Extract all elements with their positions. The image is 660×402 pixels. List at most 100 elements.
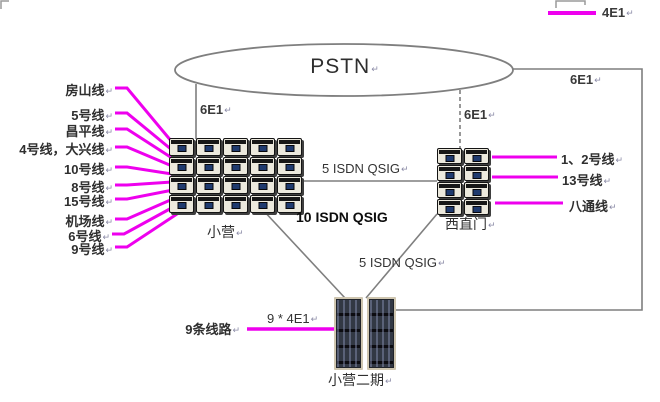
switch-unit-icon — [223, 138, 248, 156]
switch-unit-icon — [196, 195, 221, 213]
link-label-6e1-right: 6E1↵ — [570, 72, 602, 87]
switch-unit-icon — [169, 176, 194, 194]
return-mark: ↵ — [488, 110, 496, 120]
fan-line-airport — [115, 196, 176, 221]
return-mark: ↵ — [438, 258, 446, 268]
switch-unit-icon — [223, 195, 248, 213]
link-xiaoying-xiaoying2-line — [261, 208, 346, 299]
link-label-10isdn: 10 ISDN QSIG — [296, 209, 388, 225]
return-mark: ↵ — [232, 325, 240, 335]
return-mark: ↵ — [105, 145, 113, 155]
return-mark: ↵ — [105, 183, 113, 193]
link-label-9-4e1: 9 * 4E1↵ — [267, 311, 319, 326]
trunk-count-label: 9条线路↵ — [185, 322, 240, 337]
return-mark: ↵ — [401, 164, 409, 174]
switch-unit-icon — [277, 195, 302, 213]
pstn-cloud — [174, 43, 514, 97]
return-mark: ↵ — [105, 127, 113, 137]
line-label-changping: 昌平线↵ — [65, 124, 113, 139]
switch-unit-icon — [277, 157, 302, 175]
return-mark: ↵ — [105, 111, 113, 121]
line-label-5: 5号线↵ — [71, 108, 113, 123]
return-mark: ↵ — [626, 8, 634, 18]
switch-unit-icon — [437, 165, 462, 181]
node-label-xiaoying: 小营↵ — [207, 224, 244, 240]
return-mark: ↵ — [105, 197, 113, 207]
link-xizhimen-xiaoying2-line — [365, 213, 438, 299]
legend-label: 4E1↵ — [602, 5, 634, 20]
link-pstn-right-path — [393, 68, 643, 311]
fan-line-6 — [112, 203, 178, 236]
top-mark-icon — [555, 0, 586, 8]
switch-unit-icon — [250, 157, 275, 175]
line-label-9: 9号线↵ — [71, 242, 113, 257]
link-label-6e1-left: 6E1↵ — [200, 102, 232, 117]
return-mark: ↵ — [615, 155, 624, 165]
fan-line-5 — [115, 111, 173, 152]
switch-unit-icon — [169, 157, 194, 175]
line-label-batong: 八通线↵ — [569, 199, 617, 214]
xizhimen-switch-cluster — [437, 148, 489, 215]
switch-unit-icon — [464, 199, 489, 215]
link-label-6e1-mid: 6E1↵ — [464, 107, 496, 122]
switch-unit-icon — [196, 176, 221, 194]
switch-unit-icon — [277, 176, 302, 194]
fan-line-10 — [115, 165, 173, 176]
switch-unit-icon — [223, 157, 248, 175]
return-mark: ↵ — [609, 202, 617, 212]
line-label-6: 6号线↵ — [68, 229, 110, 244]
fan-line-changping — [115, 127, 173, 160]
return-mark: ↵ — [594, 75, 602, 85]
return-mark: ↵ — [102, 232, 110, 242]
link-label-5isdn-top: 5 ISDN QSIG↵ — [322, 161, 409, 176]
switch-unit-icon — [464, 165, 489, 181]
return-mark: ↵ — [310, 314, 319, 324]
xiaoying-switch-cluster — [169, 138, 302, 213]
line-label-fangshan: 房山线↵ — [65, 83, 113, 98]
switch-unit-icon — [437, 199, 462, 215]
rack-icon — [334, 297, 363, 370]
line-label-15: 15号线↵ — [63, 194, 113, 209]
return-mark: ↵ — [105, 245, 113, 255]
line-label-4-daxing: 4号线，大兴线↵ — [19, 142, 113, 157]
corner-mark-icon — [0, 0, 9, 9]
node-label-xizhimen: 西直门↵ — [445, 216, 496, 232]
return-mark: ↵ — [603, 176, 612, 186]
fan-line-8 — [115, 180, 173, 187]
switch-unit-icon — [196, 138, 221, 156]
return-mark: ↵ — [105, 165, 113, 175]
fan-line-9 — [115, 210, 181, 249]
fan-line-15 — [115, 188, 174, 201]
line-label-8: 8号线↵ — [71, 180, 113, 195]
rack-icon — [367, 297, 396, 370]
switch-unit-icon — [277, 138, 302, 156]
return-mark: ↵ — [105, 217, 113, 227]
switch-unit-icon — [437, 182, 462, 198]
fan-line-fangshan — [115, 86, 174, 143]
switch-unit-icon — [169, 195, 194, 213]
switch-unit-icon — [437, 148, 462, 164]
line-label-13: 13号线↵ — [562, 173, 612, 188]
switch-unit-icon — [250, 176, 275, 194]
xiaoying2-rack-group — [334, 297, 396, 370]
return-mark: ↵ — [236, 228, 244, 238]
switch-unit-icon — [464, 148, 489, 164]
line-label-airport: 机场线↵ — [65, 214, 113, 229]
node-label-xiaoying2: 小营二期↵ — [328, 372, 393, 388]
line-label-1-2: 1、2号线↵ — [561, 152, 624, 167]
switch-unit-icon — [169, 138, 194, 156]
link-label-5isdn-bottom: 5 ISDN QSIG↵ — [359, 255, 446, 270]
switch-unit-icon — [464, 182, 489, 198]
return-mark: ↵ — [224, 105, 232, 115]
return-mark: ↵ — [105, 86, 113, 96]
switch-unit-icon — [196, 157, 221, 175]
switch-unit-icon — [250, 138, 275, 156]
return-mark: ↵ — [371, 64, 380, 74]
switch-unit-icon — [223, 176, 248, 194]
return-mark: ↵ — [488, 220, 496, 230]
line-label-10: 10号线↵ — [63, 162, 113, 177]
pstn-label: PSTN↵ — [310, 55, 380, 78]
return-mark: ↵ — [385, 376, 393, 386]
